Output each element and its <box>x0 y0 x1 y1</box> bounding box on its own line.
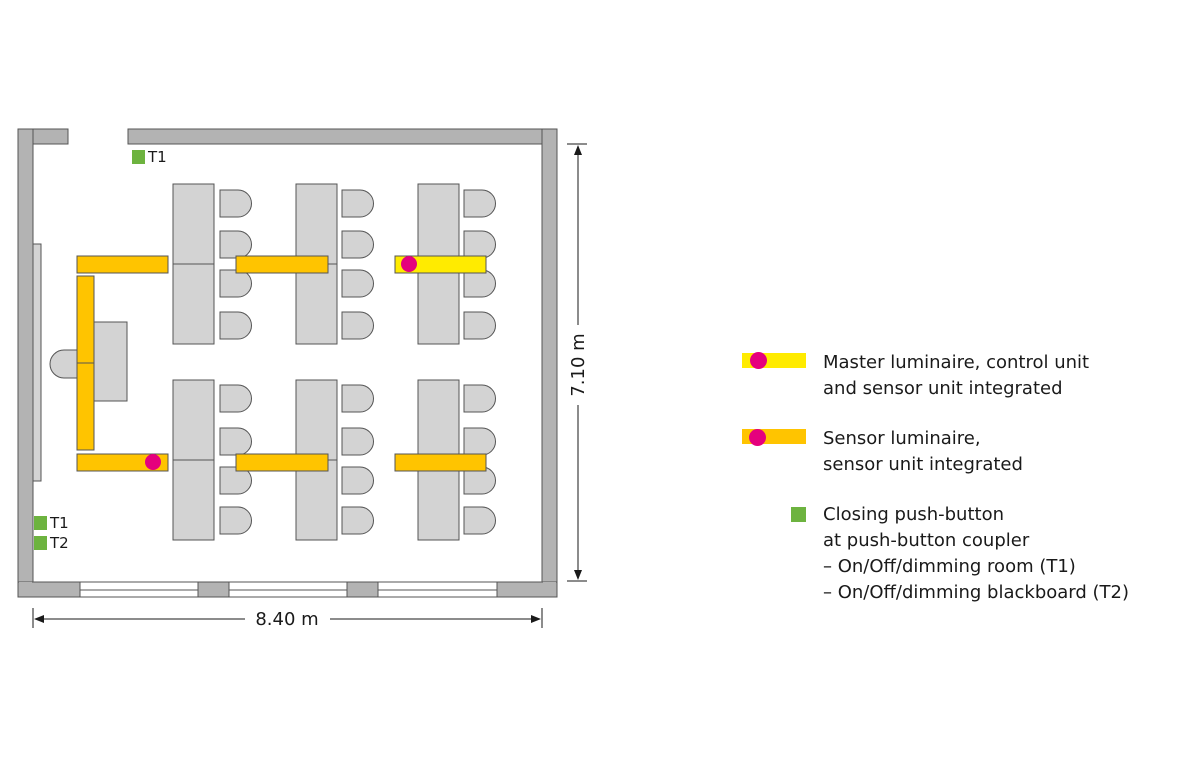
legend-push-button: Closing push-button at push-button coupl… <box>742 502 1162 606</box>
push-button-t1-top[interactable] <box>132 150 145 164</box>
classroom-floor-plan: T1 T1 T2 8.40 m 7.10 m <box>17 128 589 630</box>
sensor-luminaire-bottom-3 <box>394 453 487 472</box>
sensor-luminaire-bottom-2 <box>235 453 329 472</box>
blackboard <box>32 243 42 482</box>
push-button-t1-bottom-label: T1 <box>49 514 69 532</box>
legend-sensor-line2: sensor unit integrated <box>823 454 1023 475</box>
desk-block-2a <box>295 183 338 265</box>
wall-top-right <box>127 128 558 145</box>
push-button-swatch <box>791 507 806 522</box>
blackboard-luminaire-lower <box>76 362 95 451</box>
push-buttons: T1 T1 T2 <box>34 148 167 552</box>
student-chair <box>341 311 374 340</box>
legend-button-line2: at push-button coupler <box>823 530 1030 551</box>
height-dimension-label: 7.10 m <box>568 333 589 396</box>
legend-button-line1: Closing push-button <box>823 504 1005 525</box>
height-dimension <box>567 143 587 582</box>
desk-block-1b <box>172 263 215 345</box>
sensor-luminaire-top-1 <box>76 255 169 274</box>
student-chairs <box>219 189 496 535</box>
legend-master-luminaire: Master luminaire, control unit and senso… <box>742 350 1162 402</box>
student-chair <box>219 384 252 413</box>
sensor-dot-swatch <box>749 429 766 446</box>
sensor-luminaire-bottom-1 <box>76 453 169 472</box>
student-chair <box>219 269 252 298</box>
teacher-chair <box>49 349 81 379</box>
legend-sensor-line1: Sensor luminaire, <box>823 428 981 449</box>
student-chair <box>341 230 374 259</box>
desk-block-6b <box>417 459 460 541</box>
width-dimension <box>32 608 543 628</box>
width-dimension-label: 8.40 m <box>255 609 318 630</box>
student-chair <box>219 427 252 456</box>
student-chair <box>463 311 496 340</box>
sensor-dot-master <box>401 256 417 272</box>
wall-bottom-pier-2 <box>346 581 379 598</box>
student-chair <box>341 189 374 218</box>
student-chair <box>219 311 252 340</box>
desk-block-3b <box>417 263 460 345</box>
student-chair <box>463 230 496 259</box>
push-button-t2-bottom[interactable] <box>34 536 47 550</box>
sensor-dot-bottom <box>145 454 161 470</box>
legend-sensor-luminaire: Sensor luminaire, sensor unit integrated <box>742 426 1162 478</box>
teacher-desk <box>92 321 128 402</box>
desk-block-5b <box>295 459 338 541</box>
legend-button-line4: – On/Off/dimming blackboard (T2) <box>823 582 1130 603</box>
desk-block-6a <box>417 379 460 461</box>
desk-block-3a <box>417 183 460 265</box>
blackboard-luminaire-upper <box>76 275 95 364</box>
student-chair <box>341 506 374 535</box>
student-chair <box>219 189 252 218</box>
legend-master-line1: Master luminaire, control unit <box>823 352 1090 373</box>
student-chair <box>219 506 252 535</box>
desk-block-4a <box>172 379 215 461</box>
student-chair <box>463 189 496 218</box>
student-chair <box>341 466 374 495</box>
sensor-dot-swatch <box>750 352 767 369</box>
student-chair <box>219 230 252 259</box>
wall-right <box>541 128 558 598</box>
student-chair <box>463 427 496 456</box>
push-button-t2-bottom-label: T2 <box>49 534 69 552</box>
student-chair <box>341 384 374 413</box>
push-button-t1-top-label: T1 <box>147 148 167 166</box>
student-chair <box>463 506 496 535</box>
student-chair <box>463 384 496 413</box>
desk-block-5a <box>295 379 338 461</box>
sensor-luminaire-top-2 <box>235 255 329 274</box>
wall-left <box>17 128 34 598</box>
student-chair <box>463 269 496 298</box>
master-luminaire <box>394 255 487 274</box>
push-button-t1-bottom[interactable] <box>34 516 47 530</box>
legend-button-line3: – On/Off/dimming room (T1) <box>823 556 1076 577</box>
luminaires <box>76 255 487 472</box>
student-desks <box>172 183 460 541</box>
windows <box>79 581 498 598</box>
legend-master-line2: and sensor unit integrated <box>823 378 1063 399</box>
desk-block-2b <box>295 263 338 345</box>
student-chair <box>341 427 374 456</box>
wall-bottom-pier-1 <box>197 581 230 598</box>
desk-block-1a <box>172 183 215 265</box>
student-chair <box>341 269 374 298</box>
desk-block-4b <box>172 459 215 541</box>
